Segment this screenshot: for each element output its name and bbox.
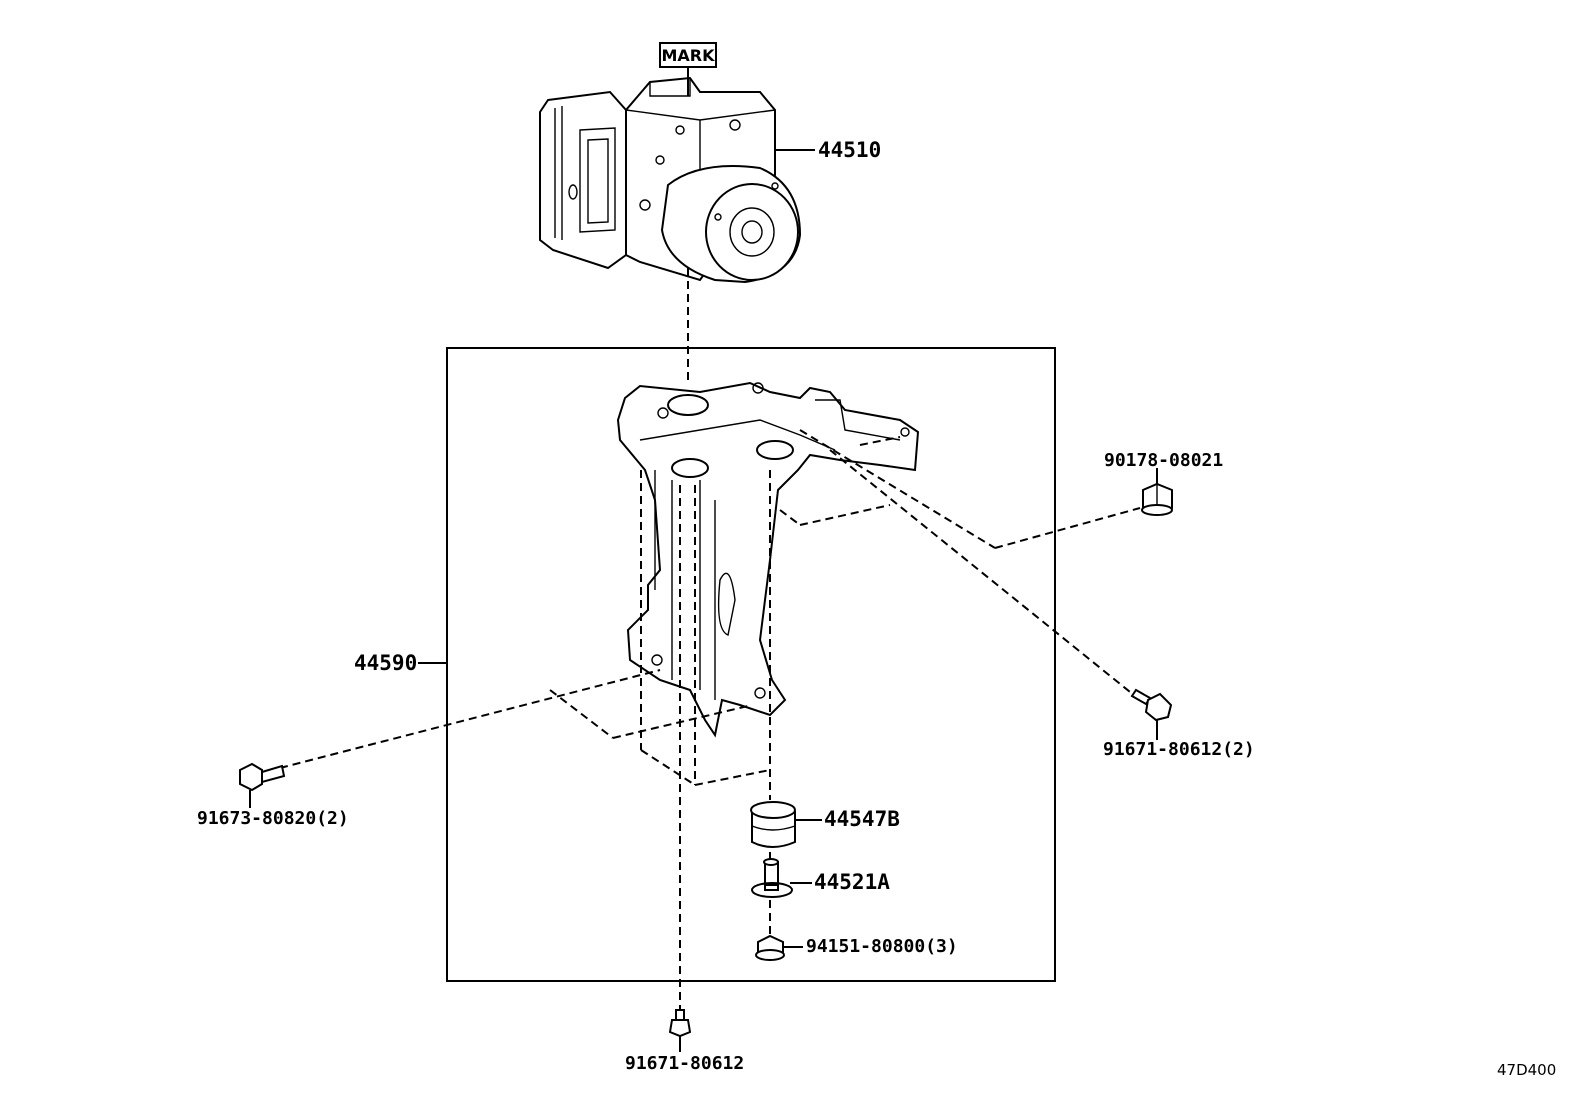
abs-bracket [616, 381, 920, 738]
label-nut-top: 90178-08021 [1104, 450, 1223, 471]
bolt-left-icon [239, 762, 286, 792]
label-bracket: 44590 [354, 651, 417, 675]
nut-bottom-icon [755, 934, 785, 962]
label-bolt-bottom: 91671-80612 [625, 1053, 744, 1074]
bracket-group-box [446, 347, 1056, 982]
mark-label: MARK [661, 46, 715, 65]
figure-code: 47D400 [1497, 1061, 1556, 1079]
label-bolt-left: 91673-80820(2) [197, 808, 349, 829]
flange-nut-icon [1141, 482, 1173, 516]
bolt-bottom-icon [668, 1009, 692, 1038]
collar-icon [751, 858, 793, 898]
abs-actuator: MARK [539, 42, 802, 284]
bolt-right-icon [1130, 688, 1173, 722]
cushion-icon [750, 801, 796, 848]
label-collar: 44521A [814, 870, 890, 894]
label-bolt-right: 91671-80612(2) [1103, 739, 1255, 760]
label-nut-bottom: 94151-80800(3) [806, 936, 958, 957]
assembly-dashed-lines [279, 429, 1141, 1015]
label-cushion: 44547B [824, 807, 900, 831]
label-actuator: 44510 [818, 138, 881, 162]
